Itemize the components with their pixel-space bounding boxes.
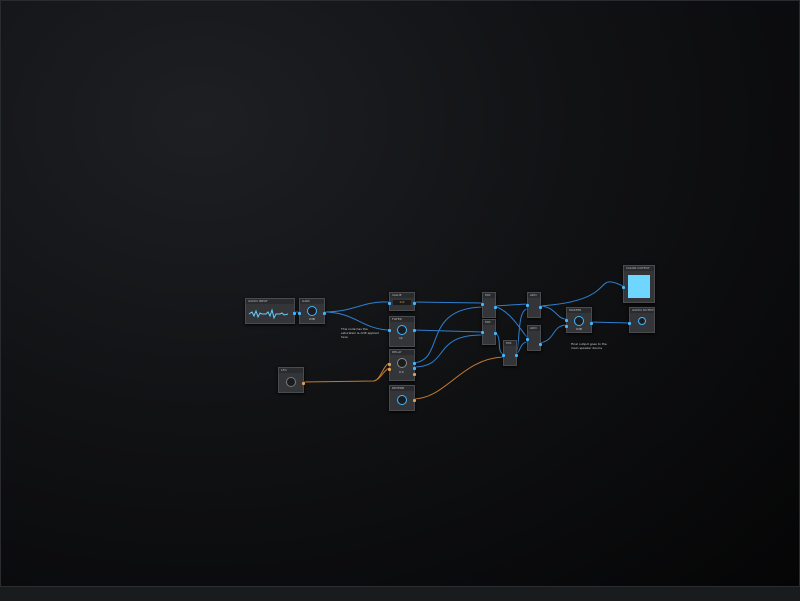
color-output-node[interactable]: COLOR OUTPUT (622, 265, 655, 303)
input-port[interactable] (565, 325, 568, 328)
lfo-node[interactable]: LFO (278, 367, 305, 393)
node-title: MIX (504, 341, 516, 346)
wire (493, 305, 528, 338)
knob-value: 1k (399, 336, 403, 340)
add-node[interactable]: ADD (526, 292, 542, 318)
canvas[interactable]: AUDIO INPUT GAIN 0dB This node has the s… (0, 0, 800, 587)
output-port[interactable] (413, 302, 416, 305)
speaker-icon (638, 317, 646, 325)
output-port[interactable] (413, 373, 416, 376)
input-port[interactable] (481, 303, 484, 306)
lfo-knob[interactable] (286, 377, 296, 387)
output-port[interactable] (494, 332, 497, 335)
wire (412, 329, 483, 333)
output-port[interactable] (293, 312, 296, 315)
audio-output-node[interactable]: AUDIO OUTPUT (628, 307, 655, 333)
color-swatch (628, 275, 650, 298)
note: Final output goes to the main speaker de… (571, 342, 607, 350)
node-title: VALUE (390, 293, 414, 298)
output-port[interactable] (413, 399, 416, 402)
node-title: LFO (279, 368, 303, 373)
output-port[interactable] (590, 322, 593, 325)
mix-node[interactable]: MIX (481, 292, 497, 318)
audio-input-node[interactable]: AUDIO INPUT (245, 298, 296, 324)
node-title: ADD (528, 293, 540, 298)
filter-node[interactable]: FILTER 1k (388, 316, 416, 347)
output-port[interactable] (539, 343, 542, 346)
output-port[interactable] (539, 306, 542, 309)
input-port[interactable] (481, 331, 484, 334)
gain-node[interactable]: GAIN 0dB (298, 298, 326, 324)
knob-value: 0.5 (399, 370, 404, 374)
delay-node[interactable]: DELAY 0.5 (388, 349, 416, 381)
node-title: GAIN (300, 299, 324, 304)
input-port[interactable] (298, 312, 301, 315)
input-port[interactable] (565, 319, 568, 322)
input-port[interactable] (628, 322, 631, 325)
mod-wire (412, 356, 504, 400)
input-port[interactable] (526, 304, 529, 307)
master-knob[interactable] (574, 316, 584, 326)
output-port[interactable] (413, 329, 416, 332)
wire (538, 305, 567, 320)
gain-knob[interactable] (307, 306, 317, 316)
waveform-icon (248, 308, 289, 320)
delay-knob[interactable] (397, 358, 407, 368)
output-port[interactable] (302, 382, 305, 385)
mod-wire (301, 362, 390, 383)
node-title: DELAY (390, 350, 414, 355)
node-title: AUDIO OUTPUT (630, 308, 654, 313)
node-title: COLOR OUTPUT (624, 266, 654, 271)
wire (322, 311, 390, 331)
input-port[interactable] (502, 354, 505, 357)
filter-knob[interactable] (397, 325, 407, 335)
mod-input-port[interactable] (388, 368, 391, 371)
node-title: MIX (483, 293, 495, 298)
wire (412, 301, 483, 304)
node-title: REVERB (390, 386, 414, 391)
output-port[interactable] (323, 312, 326, 315)
value-node[interactable]: VALUE 0.0 (388, 292, 416, 311)
wire (538, 281, 624, 307)
output-port[interactable] (413, 367, 416, 370)
reverb-knob[interactable] (397, 395, 407, 405)
output-port[interactable] (515, 354, 518, 357)
value-display: 0.0 (393, 300, 411, 305)
status-bar (0, 586, 800, 601)
node-title: MASTER (567, 308, 591, 313)
wire (322, 301, 390, 313)
add-node[interactable]: ADD (526, 325, 542, 351)
knob-value: 0dB (309, 317, 315, 321)
note: This node has the saturation & drift app… (341, 327, 379, 339)
node-title: ADD (528, 326, 540, 331)
reverb-node[interactable]: REVERB (389, 385, 416, 411)
output-port[interactable] (494, 306, 497, 309)
mod-input-port[interactable] (388, 363, 391, 366)
input-port[interactable] (622, 286, 625, 289)
node-title: MIX (483, 320, 495, 325)
wire (412, 334, 483, 368)
input-port[interactable] (526, 338, 529, 341)
node-title: FILTER (390, 317, 414, 322)
master-node[interactable]: MASTER 0dB (565, 307, 593, 333)
mix-node[interactable]: MIX (481, 319, 497, 345)
mix-node[interactable]: MIX (502, 340, 518, 366)
wire (538, 324, 567, 344)
wire (589, 321, 630, 324)
knob-value: 0dB (576, 327, 582, 331)
node-title: AUDIO INPUT (246, 299, 294, 304)
mod-wire (373, 367, 390, 382)
input-port[interactable] (388, 302, 391, 305)
wire (412, 306, 483, 364)
input-port[interactable] (388, 329, 391, 332)
wire (493, 303, 528, 307)
output-port[interactable] (413, 362, 416, 365)
